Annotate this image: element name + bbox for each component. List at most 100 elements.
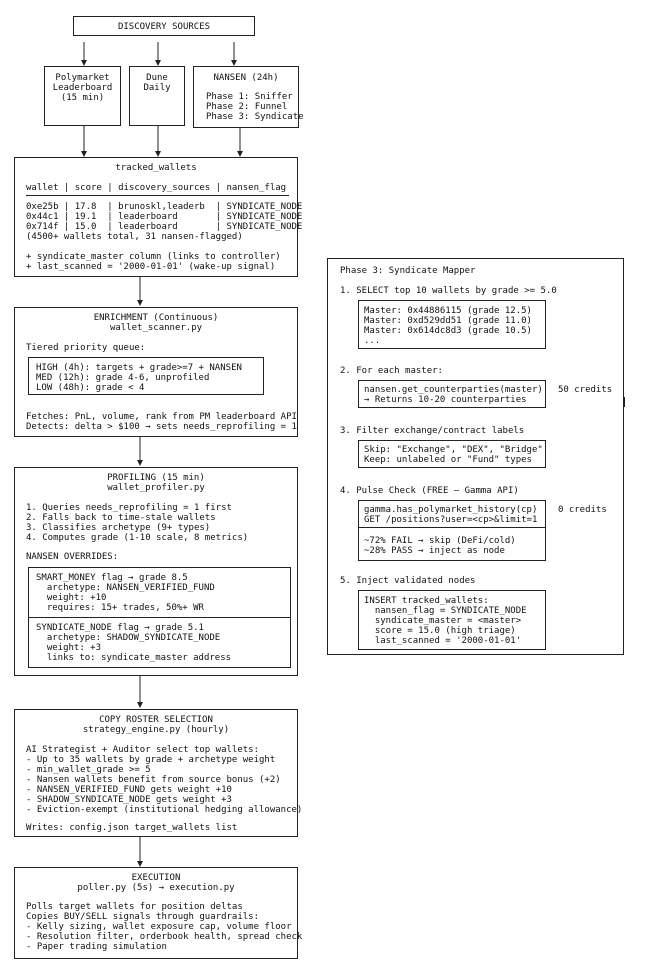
insert-line: syndicate_master = <master> [364,616,522,626]
phase3-step-1: 1. SELECT top 10 wallets by grade >= 5.0 [340,286,557,296]
profiling-title: PROFILING (15 min) [107,473,205,483]
tracked-title: tracked_wallets [115,163,197,173]
insert-line: nansen_flag = SYNDICATE_NODE [364,606,527,616]
smart-money-line: SMART_MONEY flag → grade 8.5 [36,573,188,583]
execution-line: - Paper trading simulation [26,942,167,952]
overrides-divider [28,617,291,618]
polymarket-line-2: Leaderboard [52,83,113,93]
roster-title: COPY ROSTER SELECTION [99,715,213,725]
roster-line: AI Strategist + Auditor select top walle… [26,745,259,755]
syndicate-line: SYNDICATE_NODE flag → grade 5.1 [36,623,204,633]
polymarket-line-1: Polymarket [55,73,110,83]
syndicate-line: archetype: SHADOW_SYNDICATE_NODE [36,633,221,643]
pulse-divider [358,527,546,528]
profiling-step: 4. Computes grade (1-10 scale, 8 metrics… [26,533,249,543]
roster-line: - Nansen wallets benefit from source bon… [26,775,281,785]
execution-line: Polls target wallets for position deltas [26,902,243,912]
master-line: Master: 0x44886115 (grade 12.5) [364,306,532,316]
credits-0: 0 credits [558,505,607,515]
roster-line: - SHADOW_SYNDICATE_NODE gets weight +3 [26,795,232,805]
pulse-box [358,500,546,561]
tracked-total: (4500+ wallets total, 31 nansen-flagged) [26,232,243,242]
roster-box [14,709,298,837]
pulse-line: gamma.has_polymarket_history(cp) [364,505,538,515]
tracked-note: + last_scanned = '2000-01-01' (wake-up s… [26,262,276,272]
credits-50: 50 credits [558,385,613,395]
priority-tiers-box [28,357,264,395]
pulse-result: ~72% FAIL → skip (DeFi/cold) [364,536,516,546]
master-line: Master: 0x614dc8d3 (grade 10.5) [364,326,532,336]
roster-line: - min_wallet_grade >= 5 [26,765,151,775]
counterparty-line: → Returns 10-20 counterparties [364,395,527,405]
tier-high: HIGH (4h): targets + grade>=7 + NANSEN [36,363,242,373]
roster-line: - Up to 35 wallets by grade + archetype … [26,755,276,765]
phase3-title: Phase 3: Syndicate Mapper [340,266,476,276]
syndicate-line: weight: +3 [36,643,102,653]
nansen-phase-3: Phase 3: Syndicate [206,112,304,122]
master-line: Master: 0xd529dd51 (grade 11.0) [364,316,532,326]
profiling-step: 3. Classifies archetype (9+ types) [26,523,211,533]
filter-line: Keep: unlabeled or "Fund" types [364,455,532,465]
tracked-row: 0xe25b | 17.8 | brunoskl,leaderb | SYNDI… [26,202,303,212]
profiling-step: 1. Queries needs_reprofiling = 1 first [26,503,232,513]
polymarket-box [44,66,121,126]
enrichment-title: ENRICHMENT (Continuous) [93,313,219,323]
enrichment-detects: Detects: delta > $100 → sets needs_repro… [26,422,297,432]
phase3-step-4: 4. Pulse Check (FREE — Gamma API) [340,486,519,496]
profiling-step: 2. Falls back to time-stale wallets [26,513,216,523]
tracked-row: 0x44c1 | 19.1 | leaderboard | SYNDICATE_… [26,212,303,222]
nansen-title: NANSEN (24h) [213,73,279,83]
execution-line: - Resolution filter, orderbook health, s… [26,932,303,942]
nansen-phase-1: Phase 1: Sniffer [206,92,293,102]
nansen-phase-2: Phase 2: Funnel [206,102,288,112]
roster-writes: Writes: config.json target_wallets list [26,823,238,833]
enrichment-queue-label: Tiered priority queue: [26,343,146,353]
tracked-wallets-box [14,157,298,277]
roster-line: - NANSEN_VERIFIED_FUND gets weight +10 [26,785,232,795]
execution-title: EXECUTION [131,873,181,883]
dune-box [129,66,185,126]
execution-line: Copies BUY/SELL signals through guardrai… [26,912,259,922]
enrichment-script: wallet_scanner.py [109,323,203,333]
nansen-box [193,66,299,128]
insert-box [358,590,546,650]
smart-money-line: weight: +10 [36,593,107,603]
syndicate-line: links to: syndicate_master address [36,653,232,663]
dune-line-2: Daily [143,83,171,93]
nansen-overrides-label: NANSEN OVERRIDES: [26,552,119,562]
tier-low: LOW (48h): grade < 4 [36,383,145,393]
execution-script: poller.py (5s) → execution.py [77,883,235,893]
enrichment-fetches: Fetches: PnL, volume, rank from PM leade… [26,412,297,422]
tier-med: MED (12h): grade 4-6, unprofiled [36,373,210,383]
dune-line-1: Dune [146,73,168,83]
counterparty-line: nansen.get_counterparties(master) [364,385,543,395]
discovery-title: DISCOVERY SOURCES [117,22,211,32]
master-line: ... [364,336,381,346]
phase3-step-5: 5. Inject validated nodes [340,576,476,586]
smart-money-line: archetype: NANSEN_VERIFIED_FUND [36,583,215,593]
execution-line: - Kelly sizing, wallet exposure cap, vol… [26,922,292,932]
polymarket-line-3: (15 min) [60,93,105,103]
pulse-result: ~28% PASS → inject as node [364,546,505,556]
tracked-header-divider [26,195,289,196]
roster-line: - Eviction-exempt (institutional hedging… [26,805,303,815]
insert-line: INSERT tracked_wallets: [364,596,489,606]
discovery-sources-box [73,16,255,36]
counterparty-box [358,380,546,408]
execution-box [14,867,298,959]
credits-50-edge [624,397,625,407]
filter-line: Skip: "Exchange", "DEX", "Bridge" [364,445,543,455]
phase3-step-3: 3. Filter exchange/contract labels [340,426,525,436]
roster-script: strategy_engine.py (hourly) [82,725,230,735]
insert-line: last_scanned = '2000-01-01' [364,636,522,646]
tracked-note: + syndicate_master column (links to cont… [26,252,281,262]
insert-line: score = 15.0 (high triage) [364,626,516,636]
smart-money-line: requires: 15+ trades, 50%+ WR [36,603,204,613]
tracked-header: wallet | score | discovery_sources | nan… [26,183,287,193]
pulse-line: GET /positions?user=<cp>&limit=1 [364,515,538,525]
phase3-step-2: 2. For each master: [340,366,443,376]
masters-box [358,300,546,349]
tracked-row: 0x714f | 15.0 | leaderboard | SYNDICATE_… [26,222,303,232]
filter-box [358,440,546,468]
profiling-script: wallet_profiler.py [107,483,205,493]
